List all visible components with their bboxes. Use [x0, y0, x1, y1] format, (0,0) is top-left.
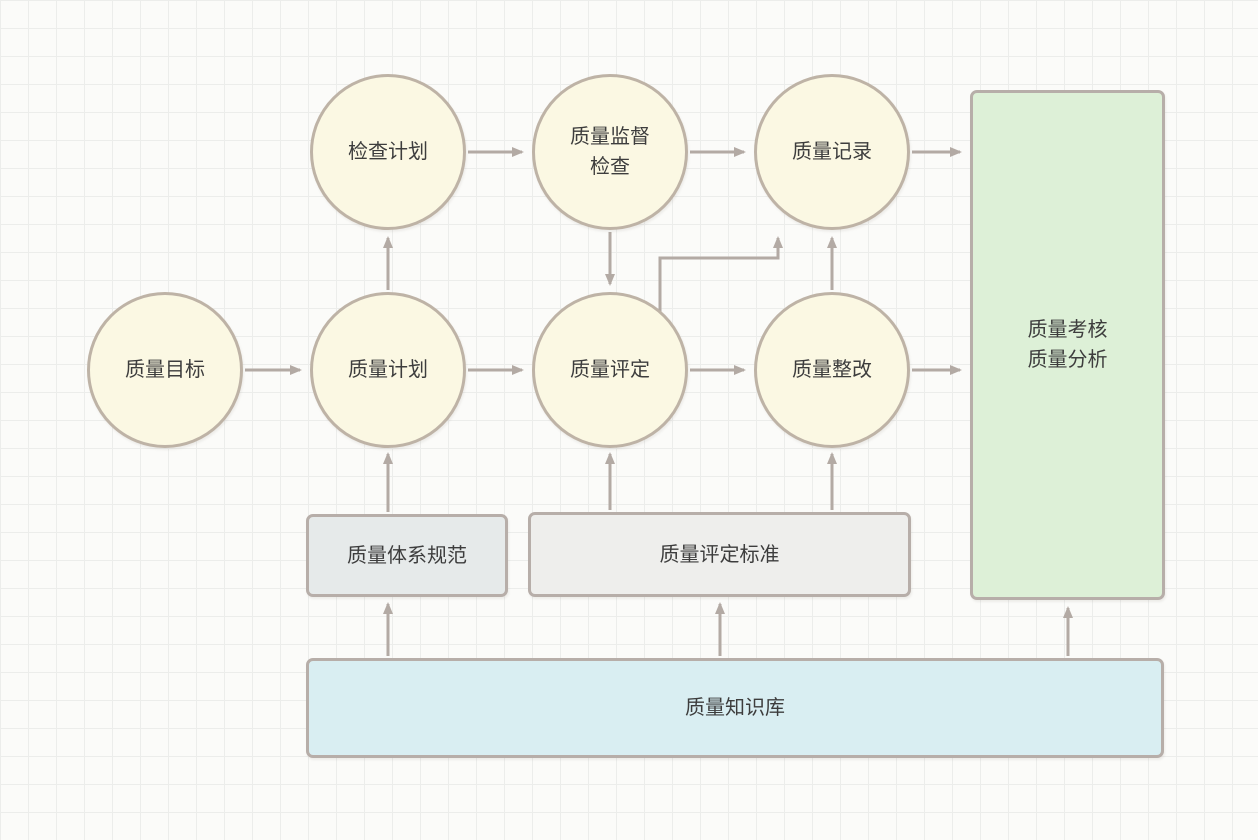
node-label: 质量体系规范 — [347, 544, 467, 567]
node-label: 检查计划 — [348, 141, 428, 163]
node-quality-rect[interactable]: 质量整改 — [754, 292, 910, 448]
node-eval-standard[interactable]: 质量评定标准 — [528, 512, 911, 597]
node-label: 质量评定标准 — [659, 543, 780, 566]
node-label: 质量计划 — [348, 359, 428, 381]
node-quality-goal[interactable]: 质量目标 — [87, 292, 243, 448]
node-label: 质量知识库 — [685, 697, 785, 719]
node-label: 质量记录 — [792, 141, 872, 163]
node-label: 质量整改 — [792, 359, 872, 381]
edge-eval-record — [658, 236, 783, 312]
node-knowledge-base[interactable]: 质量知识库 — [306, 658, 1164, 758]
node-label: 质量目标 — [125, 359, 205, 381]
node-label: 质量监督 检查 — [570, 126, 650, 178]
node-quality-eval[interactable]: 质量评定 — [532, 292, 688, 448]
node-quality-record[interactable]: 质量记录 — [754, 74, 910, 230]
node-system-spec[interactable]: 质量体系规范 — [306, 514, 508, 597]
node-inspection-plan[interactable]: 检查计划 — [310, 74, 466, 230]
node-label: 质量评定 — [570, 359, 650, 381]
node-quality-plan[interactable]: 质量计划 — [310, 292, 466, 448]
node-supervision-check[interactable]: 质量监督 检查 — [532, 74, 688, 230]
node-label: 质量考核 质量分析 — [1027, 319, 1108, 371]
node-assessment-analysis[interactable]: 质量考核 质量分析 — [970, 90, 1165, 600]
